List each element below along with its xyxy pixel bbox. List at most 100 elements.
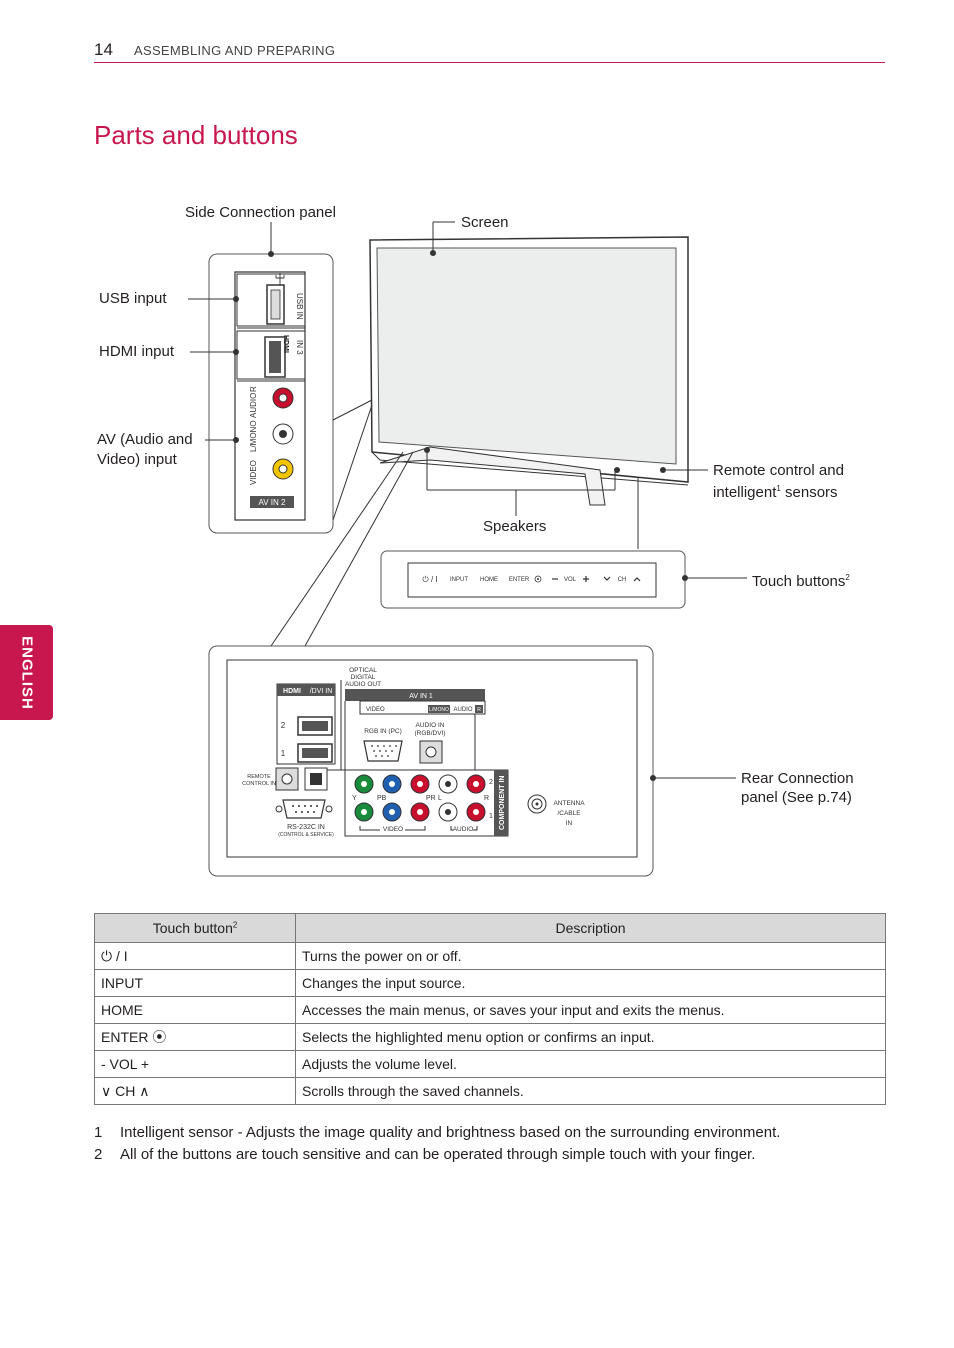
av-input-label-1: AV (Audio and <box>97 431 193 448</box>
page-title: Parts and buttons <box>94 120 298 150</box>
comp-l: L <box>438 795 442 802</box>
rs232-l1: RS-232C IN <box>287 824 325 831</box>
table-cell-desc: Accesses the main menus, or saves your i… <box>295 996 886 1024</box>
speakers-label: Speakers <box>483 518 547 535</box>
comp-video-label: VIDEO <box>383 826 403 833</box>
section-title: ASSEMBLING AND PREPARING <box>134 43 336 58</box>
tb-vol: VOL <box>564 577 577 583</box>
table-header-row: Touch button2 Description <box>94 913 886 943</box>
usb-in-label: USB IN <box>295 293 304 320</box>
remote-l2: CONTROL IN <box>242 781 276 787</box>
table-cell-desc: Adjusts the volume level. <box>295 1050 886 1078</box>
rear-audio-label: AUDIO <box>453 707 472 713</box>
antenna-l3: IN <box>566 820 573 827</box>
parts-diagram: AV IN 2 USB IN IN 3 VIDEO L/MONO AUDIO R… <box>188 221 747 877</box>
table-cell-button: HOME <box>94 996 296 1024</box>
enter-icon <box>534 575 542 583</box>
rs232-port <box>282 799 326 819</box>
side-connection-panel-label: Side Connection panel <box>185 204 336 221</box>
vol-plus-icon <box>583 576 589 582</box>
table-cell-button: ∨ CH ∧ <box>94 1077 296 1105</box>
remote-l1: REMOTE <box>247 774 271 780</box>
antenna-l1: ANTENNA <box>553 800 585 807</box>
rear-video-label: VIDEO <box>366 707 385 713</box>
audio-in-l1: AUDIO IN <box>416 722 445 729</box>
comp-1: 1 <box>489 813 493 820</box>
remote-sensor-label-2: intelligent1 sensors <box>713 484 838 501</box>
side-hdmi-logo: HDMI <box>282 335 289 353</box>
component-in-label: COMPONENT IN <box>499 776 506 830</box>
comp-y: Y <box>352 795 357 802</box>
footnote-2-text: All of the buttons are touch sensitive a… <box>120 1146 756 1163</box>
optical-l3: AUDIO OUT <box>345 681 381 688</box>
comp-r: R <box>484 795 489 802</box>
table-header-button: Touch button2 <box>94 913 296 943</box>
comp-pb: PB <box>377 795 387 802</box>
table-cell-desc: Turns the power on or off. <box>295 942 886 970</box>
ch-down-icon <box>603 576 611 581</box>
optical-l2: DIGITAL <box>351 674 376 681</box>
rear-panel-label-2: panel (See p.74) <box>741 789 852 806</box>
tv-screen <box>376 247 677 465</box>
side-lmono-label: L/MONO <box>249 420 258 452</box>
table-cell-button: ENTER ⦿ <box>94 1023 296 1051</box>
remote-sensor-label-1: Remote control and <box>713 462 844 479</box>
rear-lmono-label: L/MONO <box>429 707 449 713</box>
hdmi-input-label: HDMI input <box>99 343 175 360</box>
page-number: 14 <box>94 40 113 59</box>
side-audio-label: AUDIO <box>249 393 258 418</box>
tb-enter: ENTER <box>509 577 530 583</box>
component-row-2 <box>354 774 486 794</box>
av-in1-plate <box>345 689 485 701</box>
audio-in-l2: (RGB/DVI) <box>414 730 445 737</box>
table-row: - VOL +Adjusts the volume level. <box>94 1050 886 1078</box>
rear-hdmi-1: 1 <box>281 749 286 758</box>
footnote-1-text: Intelligent sensor - Adjusts the image q… <box>120 1124 781 1141</box>
ch-up-icon <box>633 577 641 582</box>
table-cell-desc: Changes the input source. <box>295 969 886 997</box>
tb-ch: CH <box>618 577 627 583</box>
table-cell-button: - VOL + <box>94 1050 296 1078</box>
rear-panel-frame <box>208 645 654 877</box>
side-video-label: VIDEO <box>249 460 258 485</box>
tb-home: HOME <box>480 577 498 583</box>
table-row: ENTER ⦿Selects the highlighted menu opti… <box>94 1023 886 1051</box>
antenna-l2: /CABLE <box>557 810 581 817</box>
footnote-2-num: 2 <box>94 1146 103 1163</box>
rear-r-label: R <box>477 707 481 713</box>
screen-label: Screen <box>461 214 509 231</box>
footnote-2: 2 All of the buttons are touch sensitive … <box>94 1146 894 1163</box>
av-in2-plate <box>250 496 294 508</box>
av-in1-label: AV IN 1 <box>409 693 433 700</box>
language-tab: ENGLISH <box>0 625 53 720</box>
rgb-in-label: RGB IN (PC) <box>364 728 402 735</box>
usb-symbol-icon <box>275 273 285 285</box>
usb-input-label: USB input <box>99 290 167 307</box>
side-r-label: R <box>249 386 258 392</box>
table-header-description: Description <box>295 913 886 943</box>
tv-stand <box>379 446 606 506</box>
rear-dvi-in-label: /DVI IN <box>310 688 333 695</box>
table-cell-button: INPUT <box>94 969 296 997</box>
rear-hdmi-logo: HDMI <box>283 688 301 695</box>
rgb-port <box>363 740 403 762</box>
av-input-label-2: Video) input <box>97 451 177 468</box>
touch-buttons-label: Touch buttons2 <box>752 573 850 590</box>
rs232-l2: (CONTROL & SERVICE) <box>278 832 334 838</box>
comp-pr: PR <box>426 795 436 802</box>
table-row: ∨ CH ∧Scrolls through the saved channels… <box>94 1077 886 1105</box>
rear-panel-label-1: Rear Connection <box>741 770 854 787</box>
rear-hdmi-2: 2 <box>281 721 286 730</box>
tb-power: ⏻ / I <box>422 575 437 584</box>
component-row-1 <box>354 802 486 822</box>
av-in2-label: AV IN 2 <box>259 498 287 507</box>
header-rule <box>94 62 885 63</box>
hdmi-in3-label: IN 3 <box>295 340 304 355</box>
table-cell-desc: Selects the highlighted menu option or c… <box>295 1023 886 1051</box>
comp-audio-label: AUDIO <box>453 826 474 833</box>
